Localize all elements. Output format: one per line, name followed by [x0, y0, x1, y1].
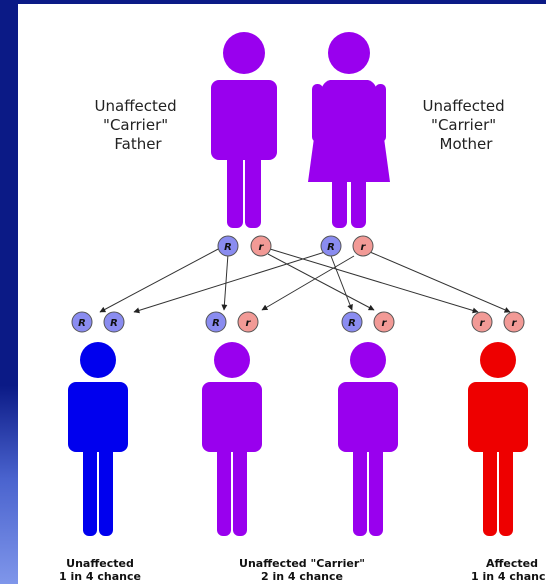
child-2-allele-1 — [205, 311, 227, 333]
child-3-allele-2-label: r — [382, 318, 388, 329]
child-1-label-line1: Unaffected — [66, 557, 134, 570]
child-4-body — [468, 382, 528, 452]
mother-arm-left — [312, 84, 323, 142]
child-2-allele-2 — [237, 311, 259, 333]
mother-leg-left — [332, 174, 347, 228]
child-1-leg-left — [83, 444, 97, 536]
father-label: Unaffected "Carrier" Father — [95, 97, 182, 153]
father-label-line1: Unaffected — [95, 97, 177, 115]
child-4-allele-1-label: r — [480, 318, 486, 329]
child-4-leg-left — [483, 444, 497, 536]
child-3-leg-left — [353, 444, 367, 536]
child-1-leg-right — [99, 444, 113, 536]
father-figure — [211, 32, 277, 228]
father-allele-recessive — [250, 235, 272, 257]
mother-head — [328, 32, 370, 74]
child-4-label-line1: Affected — [486, 557, 538, 570]
father-label-line3: Father — [114, 135, 162, 153]
child-3-leg-right — [369, 444, 383, 536]
child-2-label-line1: Unaffected "Carrier" — [239, 557, 365, 570]
arrow-father-R-child1 — [99, 246, 223, 313]
slide-frame-top — [0, 0, 546, 4]
child-2-body — [202, 382, 262, 452]
diagram-panel: Unaffected "Carrier" Father Unaffected "… — [18, 4, 546, 584]
father-body — [211, 80, 277, 160]
child-3-allele-1 — [341, 311, 363, 333]
child-1-allele-1 — [71, 311, 93, 333]
arrow-father-R-child2 — [221, 253, 229, 311]
child-1-label-line2: 1 in 4 chance — [59, 570, 141, 583]
father-allele-dominant-label: R — [224, 242, 232, 253]
child-3-head — [350, 342, 386, 378]
mother-label-line1: Unaffected — [423, 97, 505, 115]
child-2-label-line2: 2 in 4 chance — [261, 570, 343, 583]
father-allele-dominant — [217, 235, 239, 257]
child-2-allele-2-label: r — [246, 318, 252, 329]
mother-leg-right — [351, 174, 366, 228]
arrow-mother-r-child4 — [369, 251, 511, 313]
child-3-allele-2 — [373, 311, 395, 333]
father-head — [223, 32, 265, 74]
child-2-leg-left — [217, 444, 231, 536]
mother-label-line3: Mother — [440, 135, 494, 153]
arrow-mother-R-child3 — [330, 255, 353, 311]
mother-allele-dominant-label: R — [327, 242, 335, 253]
arrow-father-r-child4 — [269, 248, 479, 314]
mother-figure — [308, 32, 390, 228]
mother-allele-dominant — [320, 235, 342, 257]
father-leg-left — [227, 144, 243, 228]
slide-frame-left — [0, 0, 18, 584]
mother-arm-right — [375, 84, 386, 142]
child-2-leg-right — [233, 444, 247, 536]
child-4-allele-2 — [503, 311, 525, 333]
father-allele-recessive-label: r — [259, 242, 265, 253]
mother-allele-recessive-label: r — [361, 242, 367, 253]
child-2-head — [214, 342, 250, 378]
child-1-allele-2-label: R — [110, 318, 118, 329]
inheritance-diagram: Unaffected "Carrier" Father Unaffected "… — [59, 32, 546, 583]
father-label-line2: "Carrier" — [103, 116, 168, 134]
arrow-mother-R-child1 — [133, 251, 326, 314]
father-leg-right — [245, 144, 261, 228]
arrow-mother-r-child2 — [261, 255, 355, 311]
child-1-head — [80, 342, 116, 378]
father-alleles: R r — [217, 235, 272, 257]
father-arm-left — [211, 84, 223, 144]
inheritance-arrows — [99, 246, 511, 314]
mother-dress — [308, 80, 390, 182]
father-arm-right — [265, 84, 277, 144]
child-4-allele-2-label: r — [512, 318, 518, 329]
child-2-allele-1-label: R — [212, 318, 220, 329]
arrow-father-r-child3 — [267, 253, 375, 311]
child-4-label-line2: 1 in 4 chance — [471, 570, 546, 583]
child-4-head — [480, 342, 516, 378]
child-2-label: Unaffected "Carrier"2 in 4 chance — [239, 557, 365, 583]
mother-allele-recessive — [352, 235, 374, 257]
child-4-leg-right — [499, 444, 513, 536]
child-1-body — [68, 382, 128, 452]
child-4-allele-1 — [471, 311, 493, 333]
child-1-allele-2 — [103, 311, 125, 333]
mother-alleles: R r — [320, 235, 374, 257]
mother-label-line2: "Carrier" — [431, 116, 496, 134]
mother-label: Unaffected "Carrier" Mother — [423, 97, 510, 153]
child-3-allele-1-label: R — [348, 318, 356, 329]
child-3-body — [338, 382, 398, 452]
child-1-allele-1-label: R — [78, 318, 86, 329]
